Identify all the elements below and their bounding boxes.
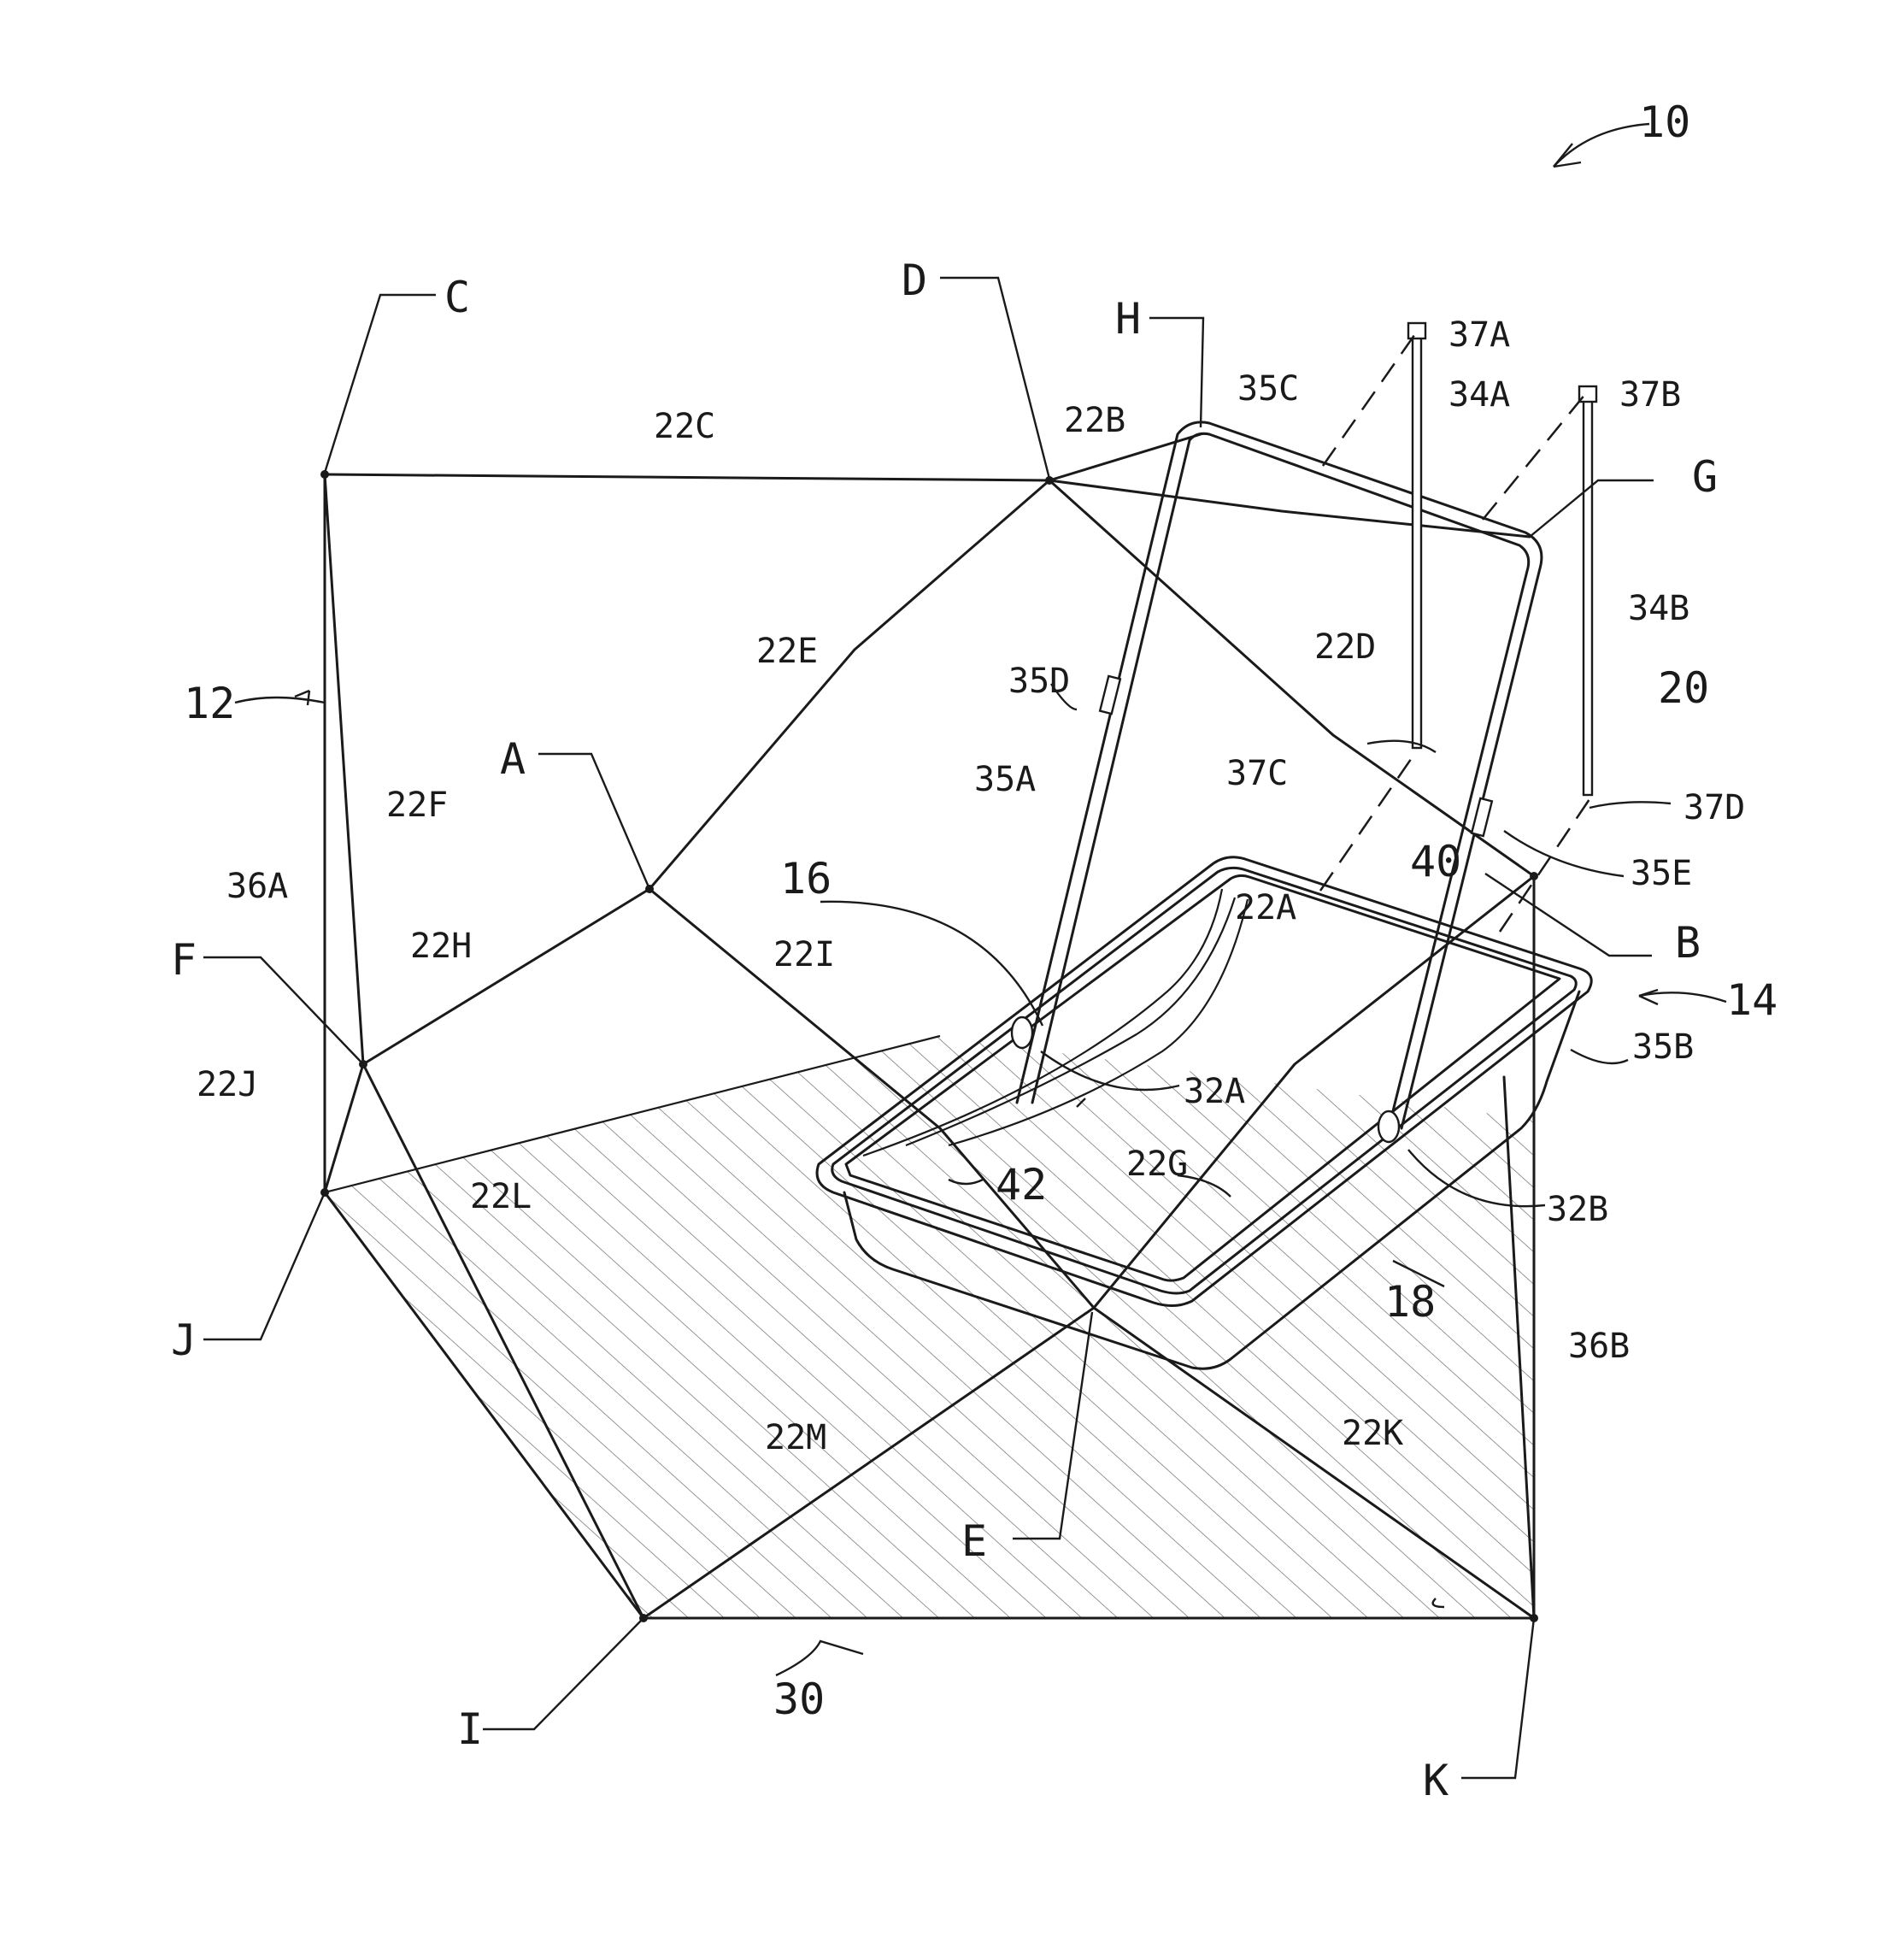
label-12: 12 bbox=[184, 679, 235, 728]
label-35D: 35D bbox=[1008, 662, 1070, 701]
label-42: 42 bbox=[996, 1160, 1047, 1210]
label-30: 30 bbox=[773, 1675, 825, 1724]
label-22K: 22K bbox=[1342, 1414, 1403, 1453]
label-37D: 37D bbox=[1684, 788, 1745, 827]
point-I: I bbox=[457, 1704, 483, 1754]
label-35B: 35B bbox=[1632, 1027, 1694, 1067]
ground-sheet-30 bbox=[325, 1036, 1534, 1618]
line-22J bbox=[325, 1064, 363, 1192]
label-22E: 22E bbox=[756, 632, 818, 671]
line-22H bbox=[363, 889, 649, 1064]
line-22C bbox=[325, 474, 1049, 480]
point-B: B bbox=[1675, 918, 1701, 968]
label-34A: 34A bbox=[1448, 375, 1510, 415]
label-22G: 22G bbox=[1126, 1145, 1188, 1184]
line-22B bbox=[1049, 434, 1201, 480]
clip-32A bbox=[1012, 1017, 1032, 1048]
label-22I: 22I bbox=[773, 935, 835, 974]
label-37B: 37B bbox=[1619, 375, 1681, 415]
point-J: J bbox=[171, 1315, 197, 1365]
label-35C: 35C bbox=[1237, 369, 1299, 409]
label-22J: 22J bbox=[197, 1065, 258, 1104]
label-22A: 22A bbox=[1235, 888, 1296, 927]
label-37C: 37C bbox=[1226, 754, 1288, 793]
label-22L: 22L bbox=[470, 1177, 532, 1216]
label-35A: 35A bbox=[974, 760, 1036, 799]
point-H: H bbox=[1115, 294, 1141, 344]
label-22M: 22M bbox=[765, 1418, 826, 1457]
label-18: 18 bbox=[1384, 1277, 1436, 1327]
point-F: F bbox=[171, 935, 197, 985]
point-G: G bbox=[1692, 452, 1718, 502]
label-36B: 36B bbox=[1568, 1327, 1630, 1366]
label-36A: 36A bbox=[226, 867, 288, 906]
point-D: D bbox=[902, 256, 927, 305]
label-40: 40 bbox=[1410, 837, 1461, 886]
label-34B: 34B bbox=[1628, 589, 1689, 628]
label-22B: 22B bbox=[1064, 401, 1125, 440]
label-37A: 37A bbox=[1448, 315, 1510, 355]
point-C: C bbox=[444, 273, 470, 322]
label-32A: 32A bbox=[1184, 1072, 1245, 1111]
label-20: 20 bbox=[1658, 663, 1709, 713]
label-22C: 22C bbox=[654, 407, 715, 446]
line-22E bbox=[649, 480, 1049, 889]
point-E: E bbox=[961, 1516, 987, 1566]
reference-labels: 10 12 14 16 18 20 30 40 42 22A 22B 22C 2… bbox=[171, 97, 1778, 1805]
clip-32B bbox=[1378, 1111, 1399, 1142]
point-K: K bbox=[1423, 1756, 1448, 1805]
line-22D bbox=[1049, 480, 1534, 876]
label-16: 16 bbox=[780, 854, 831, 903]
point-A: A bbox=[500, 734, 526, 784]
label-22H: 22H bbox=[410, 927, 472, 966]
line-22F bbox=[325, 474, 363, 1064]
label-14: 14 bbox=[1726, 975, 1778, 1025]
label-22D: 22D bbox=[1314, 627, 1376, 667]
label-10: 10 bbox=[1639, 97, 1690, 147]
label-32B: 32B bbox=[1547, 1190, 1608, 1229]
label-22F: 22F bbox=[386, 786, 448, 825]
label-35E: 35E bbox=[1631, 854, 1692, 893]
